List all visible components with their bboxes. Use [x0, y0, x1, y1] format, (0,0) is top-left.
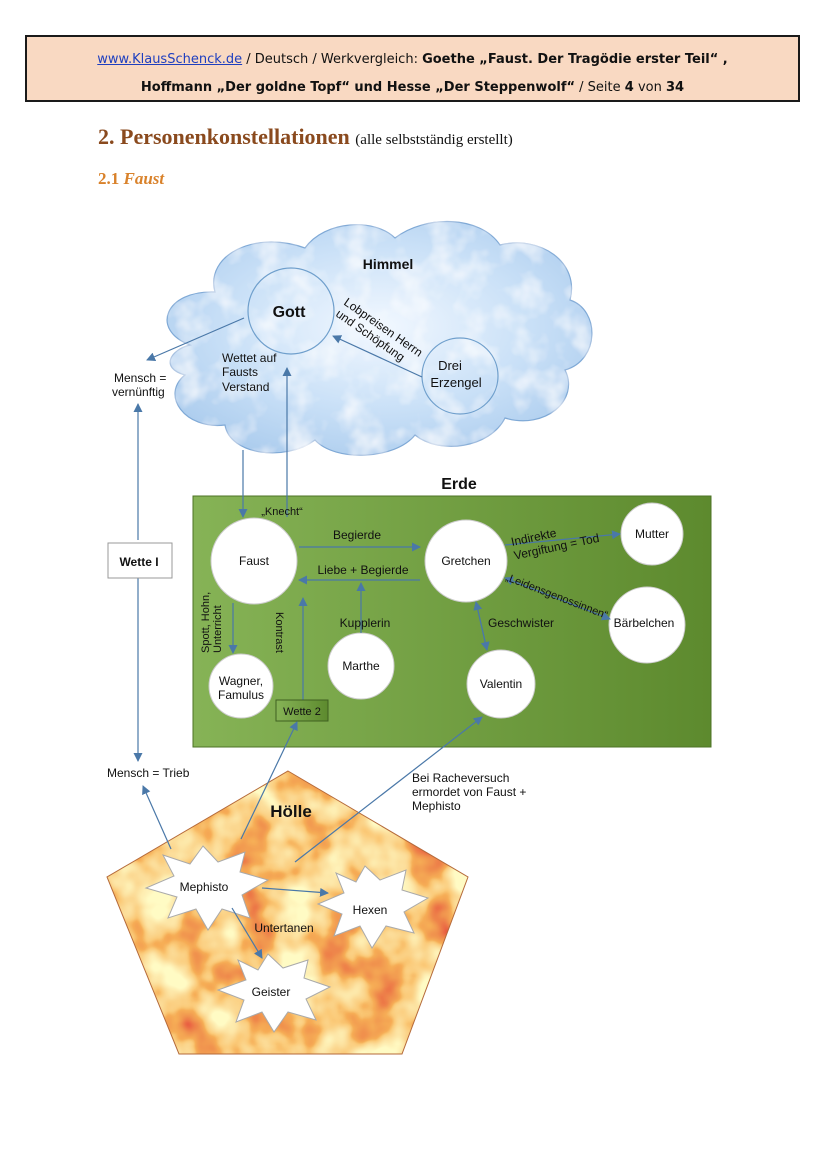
- header-work-1: Goethe „Faust. Der Tragödie erster Teil“…: [422, 52, 728, 67]
- faust-label: Faust: [239, 554, 270, 568]
- gretchen-label: Gretchen: [441, 554, 490, 568]
- racheversuch-line-3: Mephisto: [412, 799, 461, 813]
- header-von: von: [633, 80, 666, 95]
- section-title: 2. Personenkonstellationen: [98, 124, 350, 149]
- himmel-label: Himmel: [363, 256, 414, 272]
- erzengel-node: Drei Erzengel: [421, 337, 499, 415]
- racheversuch-arrow: [294, 716, 483, 863]
- geister-label: Geister: [252, 985, 291, 999]
- mensch-vernuenftig-line-2: vernünftig: [112, 385, 165, 399]
- wagner-node: Wagner, Famulus: [208, 653, 274, 719]
- header-work-2: Hoffmann „Der goldne Topf“ und Hesse „De…: [140, 80, 576, 95]
- wette1-label: Wette I: [119, 555, 158, 569]
- mensch-vernuenftig-arrow: [146, 317, 245, 361]
- wette2-arrow: [240, 721, 298, 840]
- marthe-node: Marthe: [327, 632, 395, 700]
- wagner-line-1: Wagner,: [219, 674, 263, 688]
- wette2-box: Wette 2: [275, 699, 329, 722]
- geister-node: Geister: [216, 953, 332, 1033]
- racheversuch-line-1: Bei Racheversuch: [412, 771, 509, 785]
- liebe-begierde-label: Liebe + Begierde: [317, 563, 408, 577]
- subsection-number: 2.1: [98, 169, 124, 188]
- hoelle-label: Hölle: [270, 802, 312, 821]
- faust-node: Faust: [210, 517, 298, 605]
- racheversuch-line-2: ermordet von Faust +: [412, 785, 526, 799]
- wagner-line-2: Famulus: [218, 688, 264, 702]
- header-page-number: 4: [624, 80, 634, 95]
- hoelle-pentagon: [106, 770, 469, 1055]
- valentin-node: Valentin: [466, 649, 536, 719]
- hexen-label: Hexen: [353, 903, 388, 917]
- mephisto-geister-arrow: [231, 907, 263, 959]
- knecht-label: „Knecht“: [261, 506, 303, 518]
- header-page-label: / Seite: [575, 80, 625, 95]
- gott-node: Gott: [247, 267, 335, 355]
- section-note: (alle selbstständig erstellt): [355, 132, 513, 148]
- spott-label: Spott, Hohn, Unterricht: [200, 592, 224, 653]
- hexen-node: Hexen: [316, 865, 430, 949]
- begierde-label: Begierde: [333, 528, 381, 542]
- valentin-label: Valentin: [480, 677, 522, 691]
- section-heading: 2. Personenkonstellationen (alle selbsts…: [98, 124, 513, 150]
- marthe-label: Marthe: [342, 659, 380, 673]
- gott-label: Gott: [273, 304, 307, 321]
- wettet-line-1: Wettet auf: [222, 351, 277, 365]
- baerbelchen-label: Bärbelchen: [614, 616, 675, 630]
- erde-label: Erde: [441, 476, 477, 493]
- header-line-2: Hoffmann „Der goldne Topf“ und Hesse „De…: [27, 80, 798, 95]
- header-page-total: 34: [665, 80, 685, 95]
- spott-line-2: Unterricht: [212, 605, 224, 653]
- mephisto-hexen-arrow: [261, 887, 329, 897]
- header-line-1: www.KlausSchenck.de / Deutsch / Werkverg…: [27, 52, 798, 67]
- geschwister-label: Geschwister: [488, 616, 554, 630]
- wette1-box: Wette I: [107, 542, 173, 579]
- mensch-vernuenftig-line-1: Mensch =: [114, 371, 166, 385]
- website-link[interactable]: www.KlausSchenck.de: [97, 52, 243, 67]
- mutter-label: Mutter: [635, 527, 669, 541]
- mensch-trieb-arrow: [142, 785, 172, 850]
- subsection-heading: 2.1 Faust: [98, 169, 164, 189]
- subsection-title: Faust: [123, 169, 165, 188]
- wette2-label: Wette 2: [283, 706, 321, 718]
- mensch-trieb-label: Mensch = Trieb: [107, 766, 190, 780]
- geschwister-arrow-back: [473, 601, 488, 651]
- mephisto-node: Mephisto: [144, 845, 270, 931]
- baerbelchen-node: Bärbelchen: [608, 586, 686, 664]
- erzengel-line-2: Erzengel: [430, 375, 481, 390]
- gretchen-node: Gretchen: [424, 519, 508, 603]
- himmel-cloud: [166, 221, 593, 456]
- leidensgenossinnen-arrow-back: [504, 576, 611, 620]
- erzengel-line-1: Drei: [438, 358, 462, 373]
- kupplerin-label: Kupplerin: [340, 616, 391, 630]
- wettet-line-2: Fausts: [222, 365, 258, 379]
- mephisto-label: Mephisto: [180, 880, 229, 894]
- untertanen-label: Untertanen: [254, 921, 313, 935]
- header-path: / Deutsch / Werkvergleich:: [242, 52, 423, 67]
- spott-line-1: Spott, Hohn,: [200, 592, 212, 653]
- page-header: www.KlausSchenck.de / Deutsch / Werkverg…: [25, 35, 800, 102]
- vergiftung-arrow: [504, 530, 621, 546]
- lobpreisen-arrow: [332, 335, 423, 378]
- kontrast-label: Kontrast: [273, 612, 285, 653]
- wettet-line-3: Verstand: [222, 380, 269, 394]
- mutter-node: Mutter: [620, 502, 684, 566]
